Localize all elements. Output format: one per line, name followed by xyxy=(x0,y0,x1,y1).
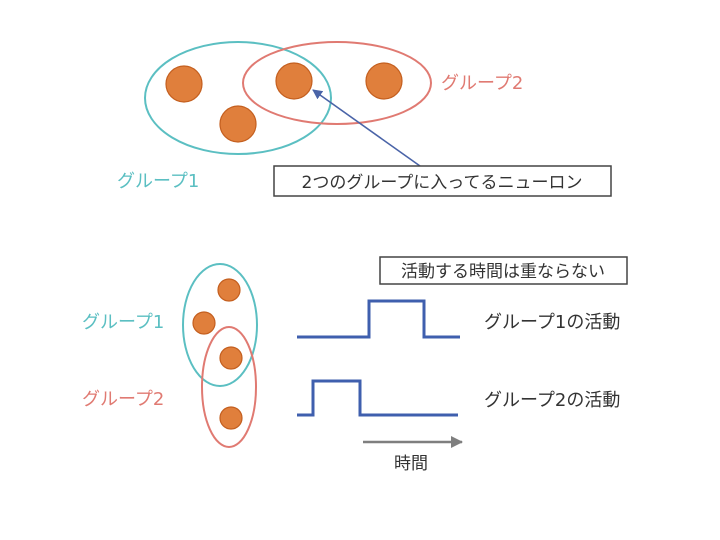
neuron xyxy=(219,406,243,430)
neuron xyxy=(219,105,257,143)
callout-box xyxy=(273,165,612,197)
bottom-diagram: 活動する時間は重ならない グループ1 グループ2 グループ1の活動 グループ2の… xyxy=(82,256,628,474)
group2-activity-trace xyxy=(297,379,458,417)
group1-ellipse xyxy=(144,41,332,155)
note-text: 活動する時間は重ならない xyxy=(401,262,605,282)
neuron xyxy=(165,65,203,103)
neuron-shared xyxy=(219,346,243,370)
group2-label: グループ2 xyxy=(441,73,523,94)
neuron-shared xyxy=(275,62,313,100)
neuron xyxy=(365,62,403,100)
neuron xyxy=(217,278,241,302)
group1-ellipse xyxy=(182,263,258,387)
group1-label: グループ1 xyxy=(82,312,164,333)
group1-activity-trace xyxy=(297,299,460,339)
activity2-label: グループ2の活動 xyxy=(484,390,620,411)
group2-ellipse xyxy=(201,326,257,448)
callout-text: 2つのグループに入ってるニューロン xyxy=(302,173,583,193)
activity1-label: グループ1の活動 xyxy=(484,312,620,333)
pointer-arrow xyxy=(312,89,421,167)
top-diagram: グループ2 グループ1 2つのグループに入ってるニューロン xyxy=(117,41,612,197)
note-box xyxy=(379,256,628,285)
time-label: 時間 xyxy=(394,454,428,474)
group2-ellipse xyxy=(242,41,432,125)
group1-label: グループ1 xyxy=(117,171,199,192)
group2-label: グループ2 xyxy=(82,389,164,410)
neuron xyxy=(192,311,216,335)
